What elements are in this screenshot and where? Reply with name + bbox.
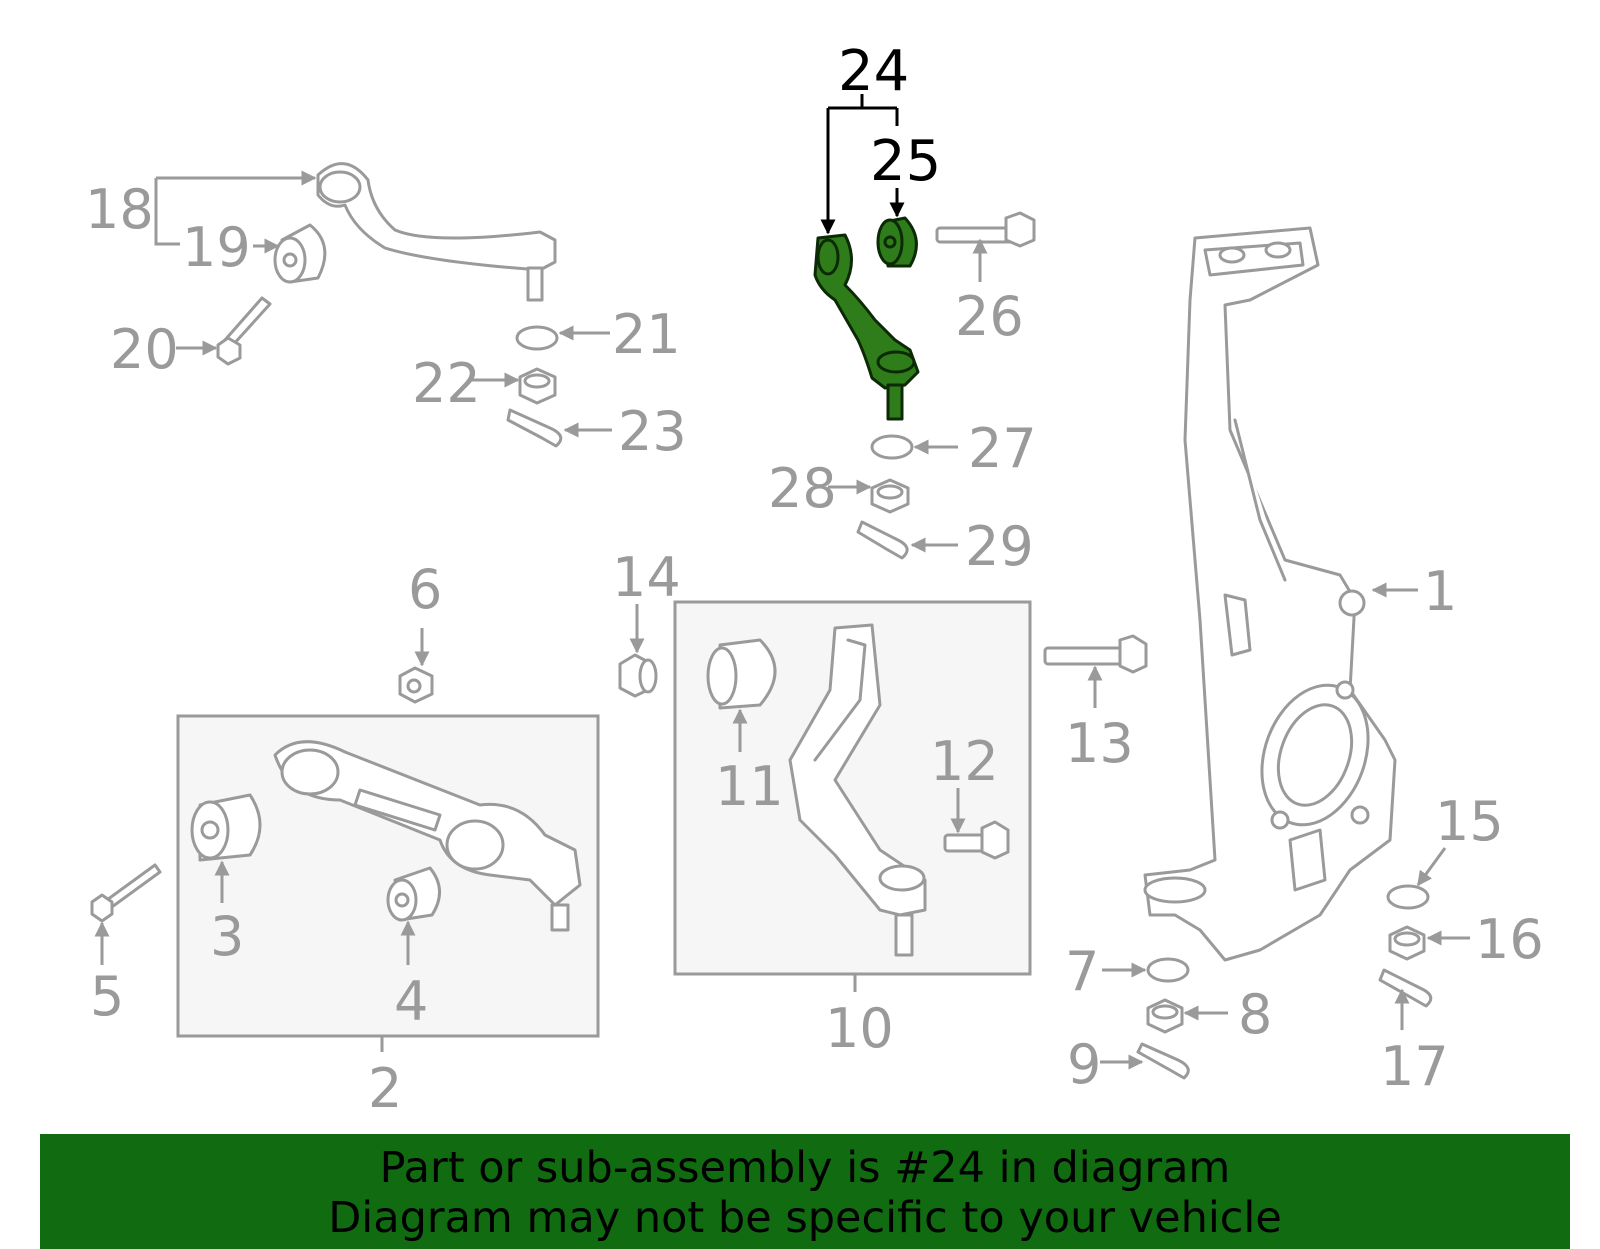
callout-13: 13 — [1065, 712, 1134, 775]
callout-20: 20 — [110, 318, 179, 381]
callout-17: 17 — [1380, 1035, 1449, 1098]
control-arm-part-24[interactable] — [813, 233, 920, 421]
callout-24: 24 — [838, 39, 909, 104]
banner-line-1: Part or sub-assembly is #24 in diagram — [379, 1143, 1231, 1193]
callout-labels: 1 2 3 4 5 6 7 8 9 10 11 12 13 14 15 16 1… — [85, 39, 1544, 1120]
washer-part-27[interactable] — [870, 434, 914, 460]
callout-16: 16 — [1475, 908, 1544, 971]
bushing-part-19[interactable] — [273, 223, 327, 284]
nut-part-8[interactable] — [1146, 998, 1184, 1034]
callout-12: 12 — [930, 730, 999, 793]
callout-8: 8 — [1238, 983, 1272, 1046]
banner-line-2: Diagram may not be specific to your vehi… — [328, 1193, 1282, 1243]
callout-29: 29 — [965, 515, 1034, 578]
notice-banner: Part or sub-assembly is #24 in diagram D… — [40, 1134, 1570, 1249]
nut-part-16[interactable] — [1388, 925, 1426, 961]
callout-11: 11 — [715, 755, 784, 818]
bolt-part-5[interactable] — [90, 863, 162, 923]
control-arm-part-18[interactable] — [316, 162, 557, 302]
callout-19: 19 — [182, 216, 251, 279]
lower-control-arm-part-2[interactable] — [273, 740, 582, 932]
cotter-pin-part-23[interactable] — [506, 408, 563, 448]
callout-6: 6 — [408, 558, 442, 621]
bushing-part-25[interactable] — [876, 216, 918, 268]
leader-lines — [94, 94, 1470, 1070]
callout-21: 21 — [612, 303, 681, 366]
callout-14: 14 — [612, 546, 681, 609]
callout-15: 15 — [1435, 790, 1504, 853]
cotter-pin-part-9[interactable] — [1136, 1042, 1190, 1080]
nut-part-22[interactable] — [518, 367, 557, 405]
nut-part-28[interactable] — [870, 478, 910, 514]
bolt-part-26[interactable] — [935, 211, 1036, 248]
callout-26: 26 — [955, 285, 1024, 348]
callout-4: 4 — [394, 970, 428, 1033]
callout-7: 7 — [1065, 940, 1099, 1003]
bolt-part-20[interactable] — [216, 296, 272, 366]
nut-part-6[interactable] — [398, 666, 434, 704]
callout-10: 10 — [825, 997, 894, 1060]
callout-9: 9 — [1067, 1033, 1101, 1096]
callout-3: 3 — [210, 905, 244, 968]
control-arm-part-10[interactable] — [788, 623, 927, 957]
bolt-part-12[interactable] — [943, 820, 1010, 860]
callout-23: 23 — [618, 400, 687, 463]
washer-part-21[interactable] — [515, 325, 559, 351]
callout-28: 28 — [768, 457, 837, 520]
callout-2: 2 — [368, 1057, 402, 1120]
cotter-pin-part-29[interactable] — [856, 520, 909, 560]
washer-part-15[interactable] — [1386, 884, 1430, 910]
callout-5: 5 — [90, 965, 124, 1028]
bushing-part-4[interactable] — [386, 866, 441, 922]
callout-18: 18 — [85, 178, 154, 241]
nut-part-14[interactable] — [618, 653, 658, 698]
callout-27: 27 — [968, 417, 1037, 480]
bushing-part-3[interactable] — [190, 793, 262, 862]
cotter-pin-part-17[interactable] — [1378, 968, 1433, 1008]
callout-22: 22 — [412, 352, 481, 415]
bolt-part-13[interactable] — [1043, 634, 1148, 674]
bushing-part-11[interactable] — [706, 638, 777, 710]
washer-part-7[interactable] — [1146, 957, 1190, 983]
callout-25: 25 — [870, 129, 941, 194]
callout-1: 1 — [1423, 560, 1457, 623]
steering-knuckle-part-1[interactable] — [1143, 226, 1397, 962]
